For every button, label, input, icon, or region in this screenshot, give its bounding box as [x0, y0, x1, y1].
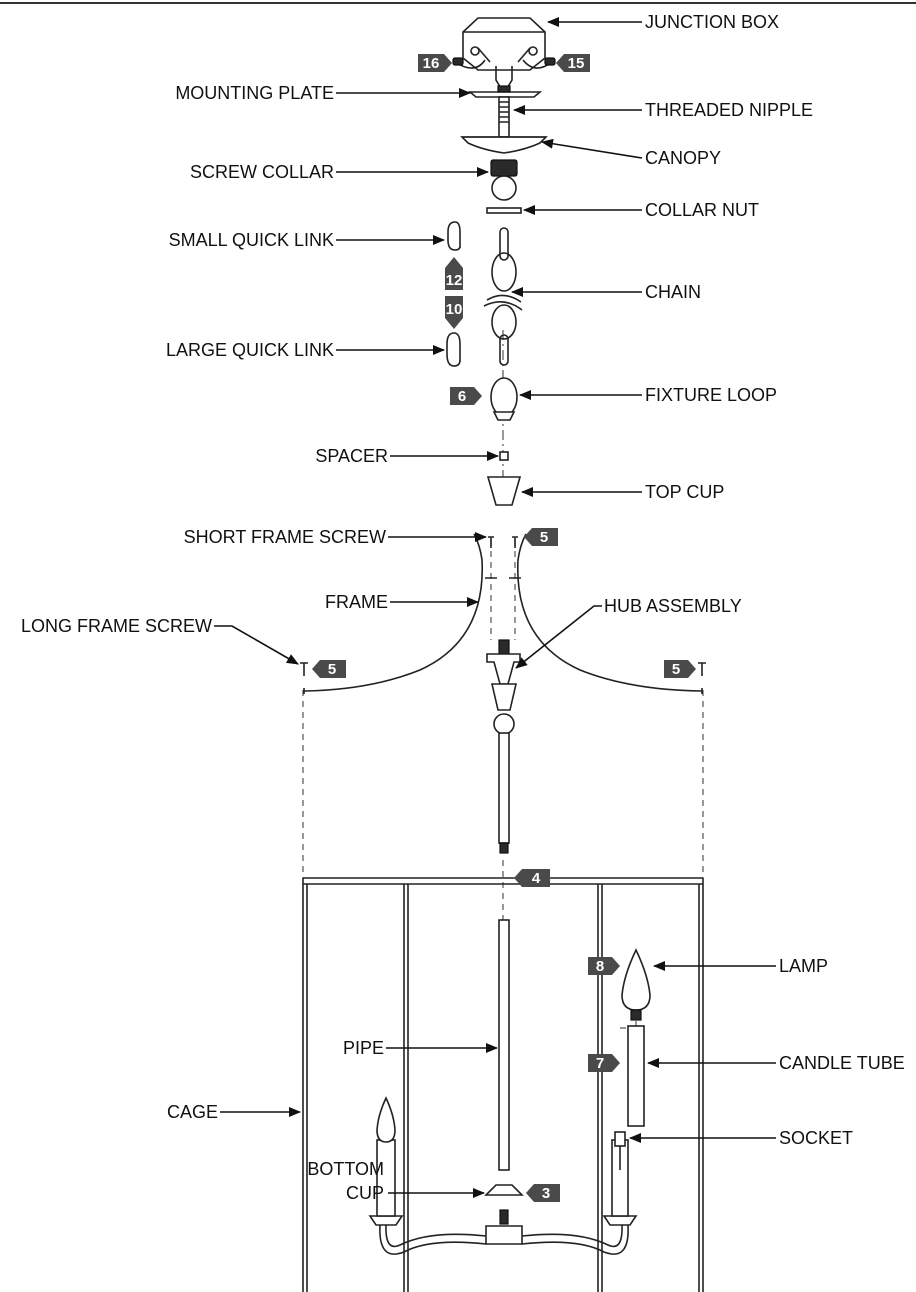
svg-text:4: 4 — [532, 870, 541, 887]
label-cage: CAGE — [167, 1102, 218, 1122]
collar-nut — [486, 207, 522, 214]
svg-text:5: 5 — [328, 661, 336, 678]
svg-text:15: 15 — [568, 55, 585, 72]
step-badge-6: 6 — [450, 387, 482, 405]
chain — [483, 227, 523, 366]
label-bottom-cup-1: BOTTOM — [307, 1159, 384, 1179]
svg-text:3: 3 — [542, 1185, 550, 1202]
small-quick-link — [447, 221, 461, 251]
long-frame-screw-left — [300, 662, 308, 676]
label-hub-assembly: HUB ASSEMBLY — [604, 596, 742, 616]
label-fixture-loop: FIXTURE LOOP — [645, 385, 777, 405]
mounting-plate — [467, 85, 543, 98]
label-bottom-cup-2: CUP — [346, 1183, 384, 1203]
fixture-body — [368, 1215, 638, 1255]
short-frame-screws — [488, 536, 518, 548]
label-spacer: SPACER — [315, 446, 388, 466]
svg-text:8: 8 — [596, 958, 604, 975]
wire-nut-right — [544, 57, 556, 66]
long-frame-screw-right — [698, 662, 706, 676]
step-badge-12: 12 — [445, 257, 463, 290]
label-mounting-plate: MOUNTING PLATE — [175, 83, 334, 103]
canopy — [460, 136, 548, 154]
hub-assembly — [486, 639, 521, 854]
svg-text:10: 10 — [446, 301, 463, 318]
label-candle-tube: CANDLE TUBE — [779, 1053, 905, 1073]
left-candle — [376, 1096, 396, 1217]
step-badge-4: 4 — [514, 869, 550, 887]
step-badge-5-top: 5 — [524, 528, 558, 546]
label-threaded-nipple: THREADED NIPPLE — [645, 100, 813, 120]
label-canopy: CANOPY — [645, 148, 721, 168]
label-screw-collar: SCREW COLLAR — [190, 162, 334, 182]
step-badge-5-right: 5 — [664, 660, 696, 678]
step-badge-10: 10 — [445, 296, 463, 329]
wire-nut-left — [452, 57, 464, 66]
cage — [302, 877, 704, 1292]
screw-collar — [490, 159, 518, 201]
pipe — [498, 919, 510, 1171]
spacer — [499, 451, 509, 461]
label-frame: FRAME — [325, 592, 388, 612]
step-badge-16: 16 — [418, 54, 452, 72]
step-badge-7: 7 — [588, 1054, 620, 1072]
label-long-frame-screw: LONG FRAME SCREW — [21, 616, 212, 636]
step-badge-15: 15 — [556, 54, 590, 72]
frame — [303, 533, 703, 694]
top-cup — [486, 476, 522, 506]
junction-box — [454, 17, 553, 91]
bottom-cup — [484, 1184, 524, 1196]
label-junction-box: JUNCTION BOX — [645, 12, 779, 32]
svg-text:7: 7 — [596, 1055, 604, 1072]
bottom-stud — [499, 1209, 509, 1225]
label-socket: SOCKET — [779, 1128, 853, 1148]
svg-text:6: 6 — [458, 388, 466, 405]
svg-text:16: 16 — [423, 55, 440, 72]
label-chain: CHAIN — [645, 282, 701, 302]
step-badge-3: 3 — [526, 1184, 560, 1202]
label-large-quick-link: LARGE QUICK LINK — [166, 340, 334, 360]
step-badge-5-left: 5 — [312, 660, 346, 678]
fixture-loop — [490, 377, 518, 421]
candle-tube — [627, 1025, 645, 1127]
large-quick-link — [446, 332, 461, 367]
label-pipe: PIPE — [343, 1038, 384, 1058]
label-small-quick-link: SMALL QUICK LINK — [169, 230, 334, 250]
svg-text:5: 5 — [540, 529, 548, 546]
socket — [611, 1131, 629, 1217]
label-collar-nut: COLLAR NUT — [645, 200, 759, 220]
label-short-frame-screw: SHORT FRAME SCREW — [184, 527, 386, 547]
lamp — [621, 948, 651, 1021]
svg-text:5: 5 — [672, 661, 680, 678]
svg-text:12: 12 — [446, 272, 463, 289]
leader-lines — [214, 17, 776, 1198]
label-lamp: LAMP — [779, 956, 828, 976]
threaded-nipple — [498, 96, 510, 138]
step-badge-8: 8 — [588, 957, 620, 975]
label-top-cup: TOP CUP — [645, 482, 724, 502]
